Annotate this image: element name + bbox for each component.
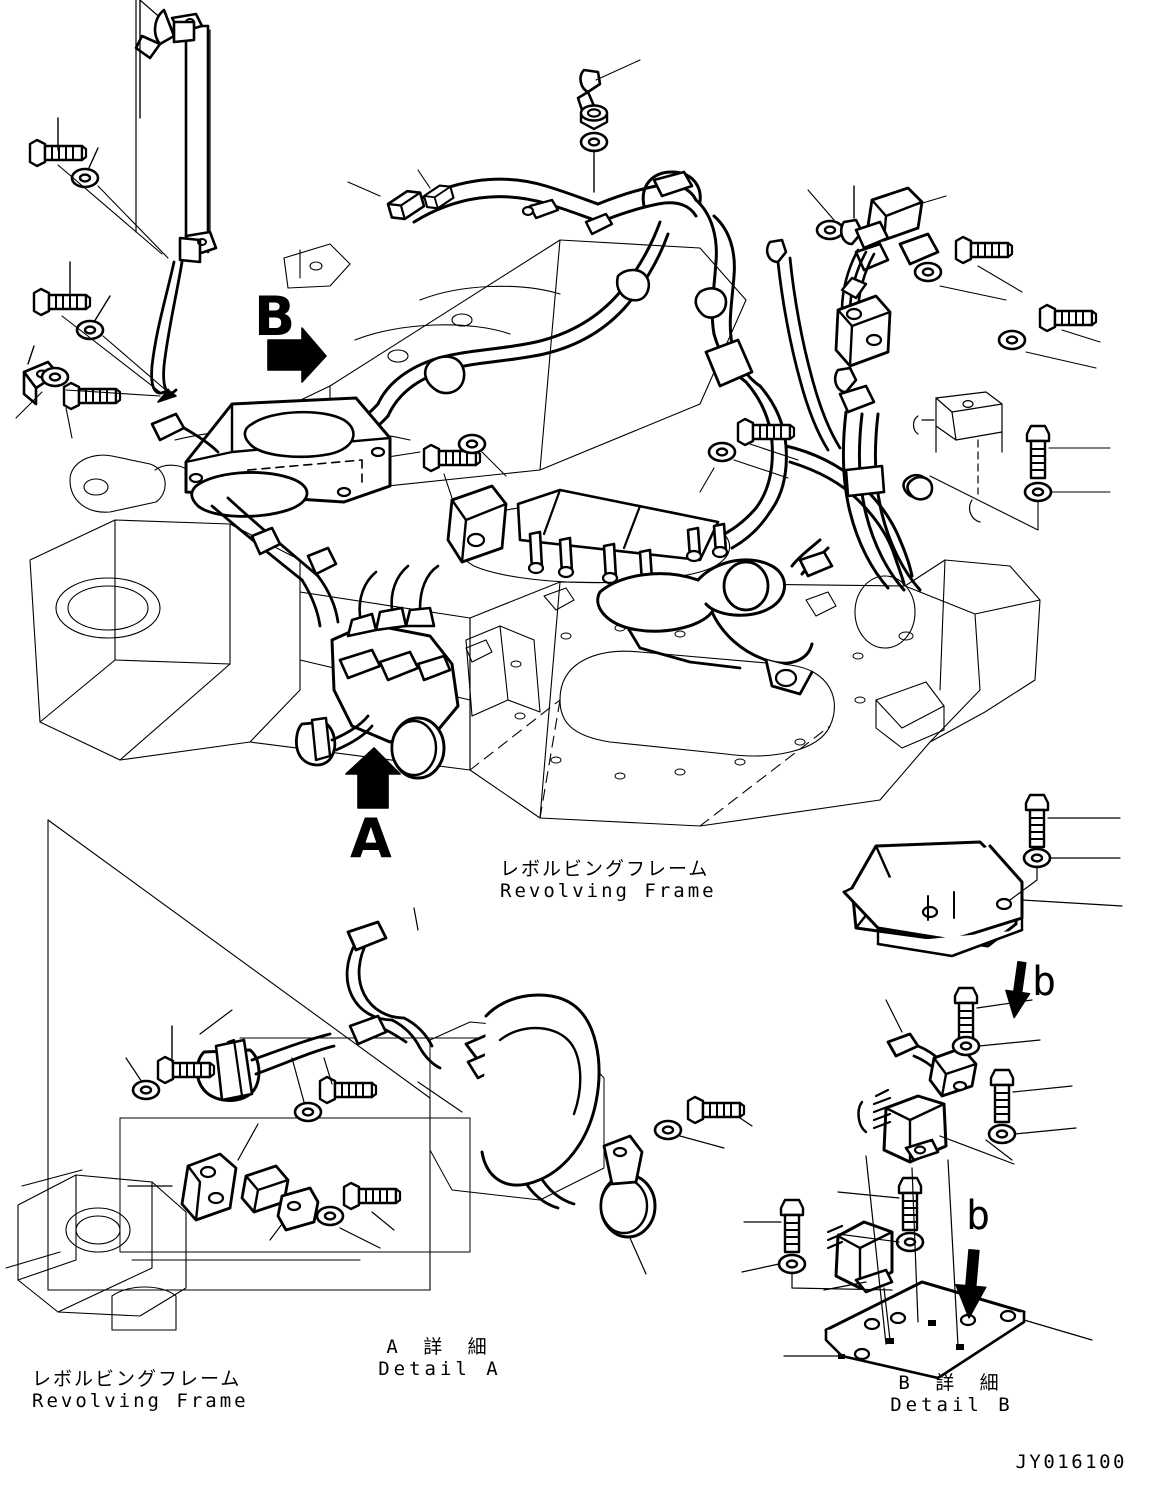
- section-letter-a-lower: A: [350, 807, 392, 870]
- fastener-group-right: [906, 235, 1111, 531]
- caption-main-frame-en: Revolving Frame: [500, 880, 717, 903]
- caption-detail-a-en: Detail A: [378, 1358, 502, 1381]
- caption-detail-a-jp: A 詳 細: [386, 1336, 494, 1358]
- swivel-elbow: [596, 558, 814, 696]
- drawing-number: JY016100: [1015, 1451, 1127, 1473]
- detail-a-view: [125, 907, 753, 1275]
- harness-clamp-rail: [446, 484, 729, 587]
- caption-detail-a: A 詳 細 Detail A: [340, 1336, 540, 1381]
- vertical-guard-bar: [134, 0, 218, 403]
- caption-detail-b-en: Detail B: [890, 1394, 1014, 1417]
- terminal-nut-washer-stack: [576, 59, 641, 193]
- caption-detail-a-frame: レボルビングフレーム Revolving Frame: [32, 1368, 249, 1413]
- caption-main-frame: レボルビングフレーム Revolving Frame: [500, 858, 717, 903]
- fastener-group-top-left-1: [28, 117, 169, 259]
- section-arrow-a-lower: [345, 747, 401, 809]
- fastener-group-top-left-3: [15, 345, 161, 439]
- detail-b-view: [741, 793, 1123, 1380]
- caption-detail-b-jp: B 詳 細: [898, 1372, 1006, 1394]
- right-connector-cluster: [765, 185, 947, 592]
- caption-main-frame-jp: レボルビングフレーム: [500, 858, 710, 880]
- section-arrow-b-upper: [267, 327, 327, 383]
- caption-detail-a-frame-jp: レボルビングフレーム: [32, 1368, 242, 1390]
- caption-detail-b: B 詳 細 Detail B: [852, 1372, 1052, 1417]
- control-box: [150, 396, 392, 628]
- section-letter-b-small-bottom: b: [966, 1193, 991, 1239]
- fastener-group-top-left-2: [32, 261, 169, 393]
- section-letter-b-small-top: b: [1032, 959, 1057, 1005]
- caption-detail-a-frame-en: Revolving Frame: [32, 1390, 249, 1413]
- fastener-group-center: [422, 417, 799, 499]
- valve-sensor-cluster-a: [295, 564, 460, 780]
- section-letter-b-upper: B: [254, 285, 296, 348]
